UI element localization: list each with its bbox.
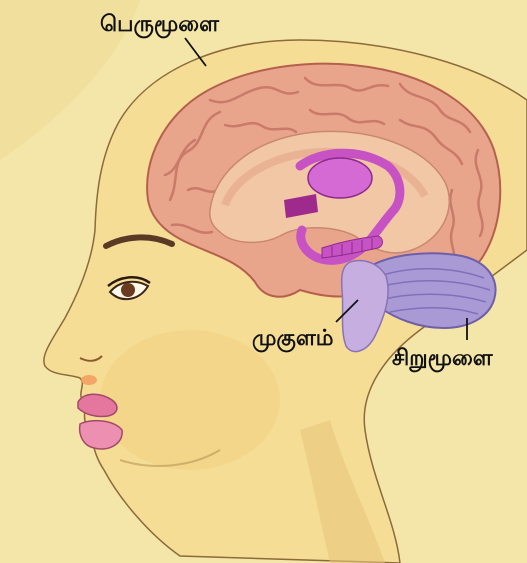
- label-cerebrum: பெருமூளை: [100, 14, 219, 36]
- eye-iris: [121, 283, 135, 297]
- thalamus: [308, 158, 372, 198]
- nose-tip-shade: [81, 375, 97, 385]
- cheek-shade: [100, 330, 280, 470]
- label-cerebellum: சிறுமூளை: [392, 348, 493, 370]
- lower-lip: [80, 421, 123, 449]
- label-medulla: முகுளம்: [252, 328, 333, 350]
